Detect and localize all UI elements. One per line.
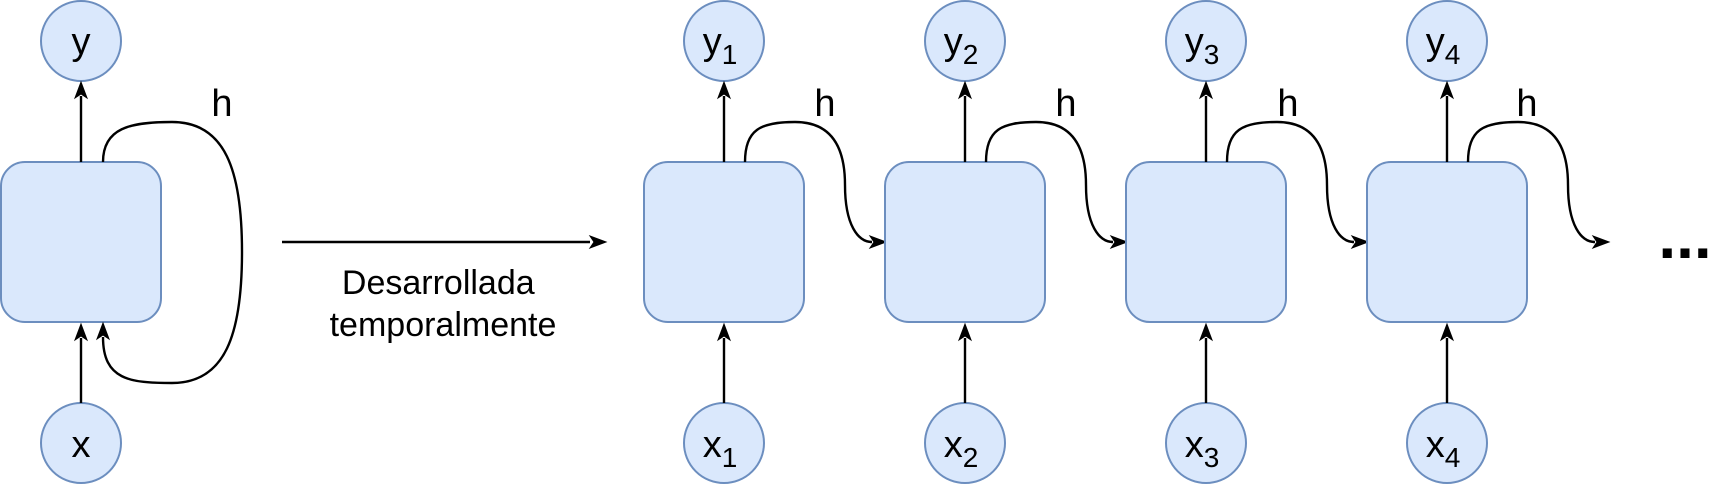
hidden-state-arrowhead-3 — [1350, 234, 1370, 250]
folded-input-arrowhead — [73, 322, 89, 342]
folded-recurrent-arrowhead — [95, 321, 111, 341]
input-label-4: x4 — [1426, 424, 1461, 473]
folded-output-arrowhead — [73, 80, 89, 100]
output-arrowhead-2 — [957, 80, 973, 100]
timestep-1: y1 x1 h — [643, 0, 888, 484]
rnn-cell-3 — [1125, 161, 1287, 323]
input-arrowhead-4 — [1439, 322, 1455, 342]
folded-output-label: y — [72, 21, 91, 63]
input-label-1: x1 — [703, 424, 738, 473]
hidden-label-1: h — [814, 83, 835, 125]
hidden-state-arrowhead-2 — [1109, 234, 1129, 250]
unroll-caption-line-1: Desarrollada — [342, 264, 535, 302]
input-arrowhead-2 — [957, 322, 973, 342]
hidden-state-arrow-2 — [984, 120, 1114, 244]
folded-rnn: y x h — [0, 0, 244, 484]
hidden-state-arrow-1 — [743, 120, 873, 244]
hidden-state-arrowhead-1 — [868, 234, 888, 250]
unroll-caption: Desarrollada temporalmente — [330, 264, 557, 344]
folded-input-label: x — [72, 424, 91, 466]
hidden-label-3: h — [1277, 83, 1298, 125]
input-label-3: x3 — [1185, 424, 1220, 473]
hidden-label-4: h — [1516, 83, 1537, 125]
unroll-caption-line-2: temporalmente — [330, 306, 557, 344]
timestep-2: y2 x2 h — [884, 0, 1129, 484]
unroll-arrowhead — [588, 234, 608, 250]
input-arrowhead-1 — [716, 322, 732, 342]
continuation-ellipsis: ... — [1658, 200, 1711, 272]
output-label-4: y4 — [1426, 21, 1461, 70]
hidden-state-arrow-3 — [1225, 120, 1355, 244]
unroll-transition: Desarrollada temporalmente — [282, 234, 608, 344]
timestep-4: y4 x4 h — [1366, 0, 1611, 484]
input-label-2: x2 — [944, 424, 979, 473]
folded-rnn-cell — [0, 161, 162, 323]
folded-recurrent-loop — [101, 120, 244, 385]
output-arrowhead-4 — [1439, 80, 1455, 100]
output-label-2: y2 — [944, 21, 979, 70]
output-label-3: y3 — [1185, 21, 1220, 70]
output-arrowhead-1 — [716, 80, 732, 100]
output-arrowhead-3 — [1198, 80, 1214, 100]
rnn-cell-1 — [643, 161, 805, 323]
hidden-state-arrow-4 — [1466, 120, 1596, 244]
folded-hidden-label: h — [211, 83, 232, 125]
timestep-3: y3 x3 h — [1125, 0, 1370, 484]
hidden-label-2: h — [1055, 83, 1076, 125]
output-label-1: y1 — [703, 21, 738, 70]
rnn-cell-4 — [1366, 161, 1528, 323]
hidden-state-arrowhead-4 — [1591, 234, 1611, 250]
input-arrowhead-3 — [1198, 322, 1214, 342]
rnn-cell-2 — [884, 161, 1046, 323]
